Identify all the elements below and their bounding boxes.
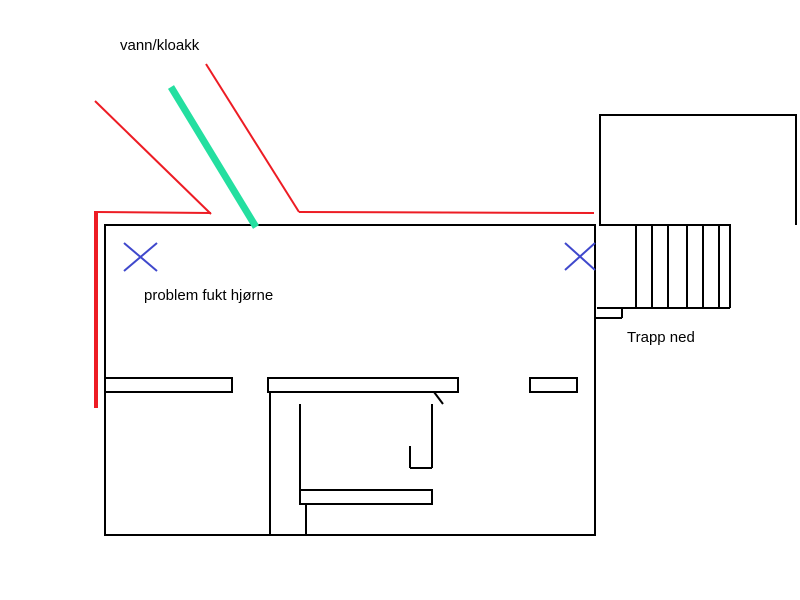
interior-walls <box>104 377 578 535</box>
red-diagonal-right <box>205 63 300 213</box>
green-pipe-line <box>168 85 259 229</box>
partition-right-stub <box>529 377 578 393</box>
x-marker-stroke <box>564 242 596 271</box>
partition-middle-bar <box>267 377 459 393</box>
green-diagonal <box>168 85 259 229</box>
moisture-markers <box>123 242 596 272</box>
door-swing-tick <box>433 391 444 405</box>
outer-walls <box>104 114 797 536</box>
staircase <box>597 224 731 309</box>
pipes-label: vann/kloakk <box>120 37 200 54</box>
stairs-label: Trapp ned <box>627 329 695 346</box>
moisture-problem-label: problem fukt hjørne <box>144 287 274 304</box>
stair-treads <box>635 225 720 308</box>
red-diagonal-left <box>94 100 212 215</box>
inner-room-bottom-bar <box>299 489 433 505</box>
partition-left-stub <box>104 377 233 393</box>
x-marker-left <box>123 242 158 272</box>
x-marker-right <box>564 242 596 271</box>
red-horizontal-left <box>95 211 212 214</box>
red-pipe-lines <box>94 63 595 408</box>
x-marker-stroke <box>123 242 158 272</box>
red-horizontal-along-top-wall <box>298 211 595 214</box>
